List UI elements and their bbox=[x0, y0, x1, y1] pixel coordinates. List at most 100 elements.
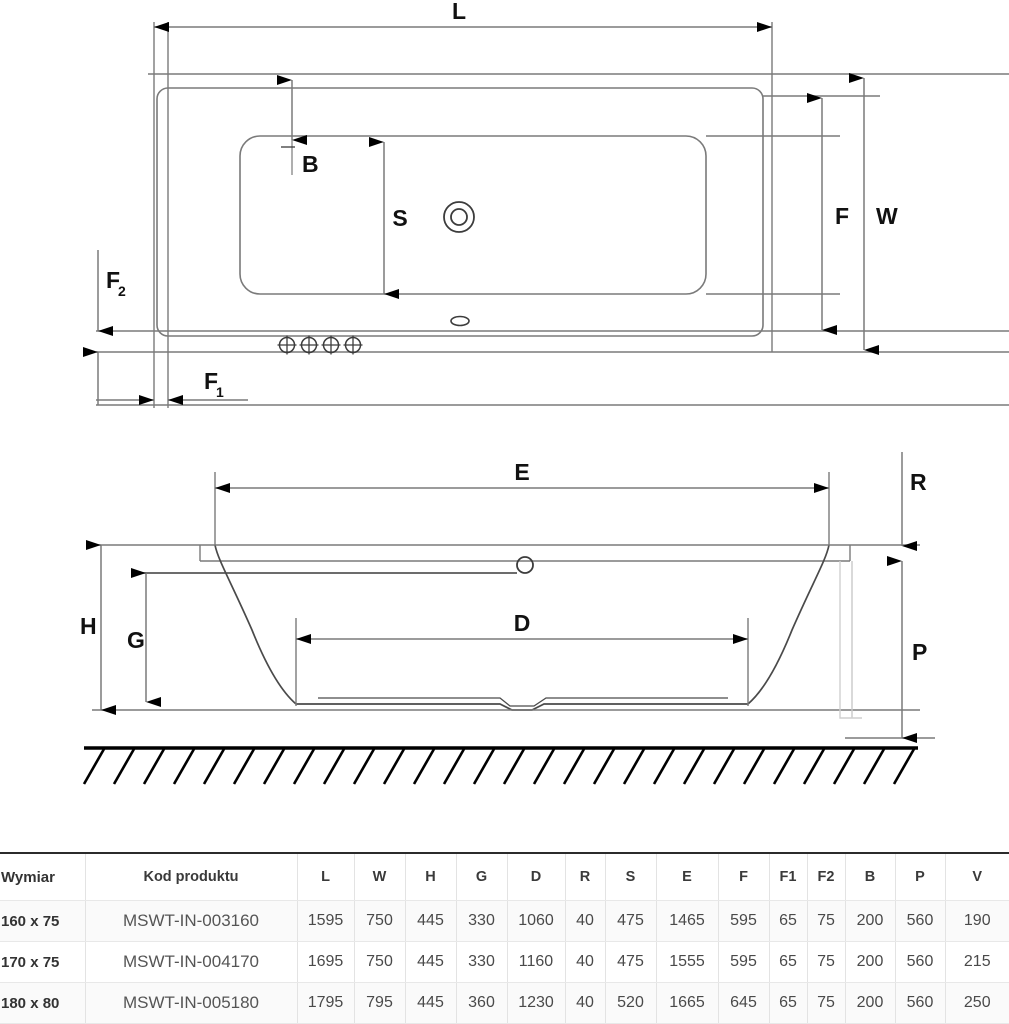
cell-R: 40 bbox=[565, 900, 606, 942]
overflow-symbol bbox=[450, 315, 470, 327]
cell-D: 1230 bbox=[507, 982, 566, 1024]
bathtub-dimensions-table: Wymiar Kod produktu L W H G D R S E F F1… bbox=[0, 852, 1009, 1024]
cell-D: 1060 bbox=[507, 900, 566, 942]
cell-kod: MSWT-IN-004170 bbox=[85, 941, 298, 983]
cell-S: 475 bbox=[605, 900, 657, 942]
tub-section-left-wall bbox=[214, 544, 297, 705]
cell-F2: 75 bbox=[807, 900, 846, 942]
cell-L: 1695 bbox=[297, 941, 355, 983]
cell-P: 560 bbox=[895, 982, 946, 1024]
cell-F1: 65 bbox=[769, 941, 808, 983]
cell-F: 645 bbox=[718, 982, 770, 1024]
dimension-label-F2: F bbox=[106, 267, 120, 293]
cell-F1: 65 bbox=[769, 900, 808, 942]
drain-symbol bbox=[443, 201, 475, 233]
cell-H: 445 bbox=[405, 941, 457, 983]
column-header-P: P bbox=[895, 853, 946, 901]
cell-F2: 75 bbox=[807, 982, 846, 1024]
dimension-label-P: P bbox=[912, 639, 927, 665]
tub-support-frame-foot bbox=[839, 561, 862, 719]
tub-section-bottom bbox=[296, 703, 748, 711]
cell-W: 795 bbox=[354, 982, 406, 1024]
dimension-B: B bbox=[277, 75, 319, 177]
cell-S: 475 bbox=[605, 941, 657, 983]
dimension-label-W: W bbox=[876, 203, 898, 229]
table-header-row: Wymiar Kod produktu L W H G D R S E F F1… bbox=[0, 853, 1009, 901]
column-header-S: S bbox=[605, 853, 657, 901]
column-header-H: H bbox=[405, 853, 457, 901]
dimension-label-D: D bbox=[514, 610, 531, 636]
cell-B: 200 bbox=[845, 982, 896, 1024]
tap-hole-symbol bbox=[299, 335, 319, 355]
dimension-D: D bbox=[296, 610, 748, 644]
cell-G: 330 bbox=[456, 941, 508, 983]
tap-hole-symbol bbox=[343, 335, 363, 355]
cell-V: 190 bbox=[945, 900, 1009, 942]
cell-W: 750 bbox=[354, 941, 406, 983]
tub-section-bottom-inner bbox=[318, 697, 728, 707]
dimension-label-F1-subscript: 1 bbox=[216, 384, 224, 400]
cell-P: 560 bbox=[895, 900, 946, 942]
dimension-S: S bbox=[369, 137, 408, 299]
floor-hatching bbox=[82, 746, 918, 785]
dimension-L: L bbox=[154, 0, 772, 32]
column-header-E: E bbox=[656, 853, 719, 901]
bathtub-top-view: L B S F W F 2 bbox=[83, 0, 1009, 408]
column-header-W: W bbox=[354, 853, 406, 901]
tub-inner-basin bbox=[239, 135, 707, 295]
dimension-F: F bbox=[807, 93, 849, 335]
column-header-kod: Kod produktu bbox=[85, 853, 298, 901]
cell-V: 215 bbox=[945, 941, 1009, 983]
table-row[interactable]: 180 x 80 MSWT-IN-005180 1795 795 445 360… bbox=[0, 982, 1009, 1024]
dimension-label-L: L bbox=[452, 0, 466, 24]
cell-F: 595 bbox=[718, 900, 770, 942]
cell-F2: 75 bbox=[807, 941, 846, 983]
technical-drawing-area: L B S F W F 2 bbox=[80, 0, 1009, 785]
dimension-R: R bbox=[901, 452, 927, 551]
cell-E: 1555 bbox=[656, 941, 719, 983]
cell-G: 330 bbox=[456, 900, 508, 942]
dimension-label-S: S bbox=[392, 205, 407, 231]
dimension-label-B: B bbox=[302, 151, 319, 177]
cell-G: 360 bbox=[456, 982, 508, 1024]
dimension-label-F1: F bbox=[204, 368, 218, 394]
cell-kod: MSWT-IN-003160 bbox=[85, 900, 298, 942]
column-header-wymiar: Wymiar bbox=[0, 853, 86, 901]
dimension-W: W bbox=[849, 73, 898, 355]
tub-section-right-wall bbox=[747, 544, 830, 705]
dimension-F2: F 2 bbox=[83, 250, 126, 405]
cell-wymiar: 160 x 75 bbox=[0, 900, 86, 942]
dimension-P: P bbox=[887, 556, 927, 743]
cell-L: 1595 bbox=[297, 900, 355, 942]
cell-H: 445 bbox=[405, 900, 457, 942]
overflow-symbol bbox=[516, 556, 534, 574]
cell-L: 1795 bbox=[297, 982, 355, 1024]
dimension-F1: F 1 bbox=[96, 368, 248, 405]
dimension-label-H: H bbox=[80, 613, 97, 639]
tap-hole-symbol bbox=[277, 335, 297, 355]
cell-B: 200 bbox=[845, 941, 896, 983]
bathtub-side-section-view: E D H G R P bbox=[80, 452, 935, 785]
cell-B: 200 bbox=[845, 900, 896, 942]
cell-H: 445 bbox=[405, 982, 457, 1024]
column-header-R: R bbox=[565, 853, 606, 901]
table-row[interactable]: 160 x 75 MSWT-IN-003160 1595 750 445 330… bbox=[0, 900, 1009, 942]
table-row[interactable]: 170 x 75 MSWT-IN-004170 1695 750 445 330… bbox=[0, 941, 1009, 983]
dimension-label-F: F bbox=[835, 203, 849, 229]
dimension-G: G bbox=[127, 568, 161, 707]
cell-F: 595 bbox=[718, 941, 770, 983]
cell-E: 1665 bbox=[656, 982, 719, 1024]
column-header-V: V bbox=[945, 853, 1009, 901]
dimension-H: H bbox=[80, 540, 116, 715]
dimension-E: E bbox=[215, 459, 829, 493]
cell-wymiar: 180 x 80 bbox=[0, 982, 86, 1024]
column-header-L: L bbox=[297, 853, 355, 901]
tub-outer-rim bbox=[156, 87, 764, 337]
column-header-F: F bbox=[718, 853, 770, 901]
cell-wymiar: 170 x 75 bbox=[0, 941, 86, 983]
tap-hole-symbol bbox=[321, 335, 341, 355]
cell-R: 40 bbox=[565, 941, 606, 983]
cell-kod: MSWT-IN-005180 bbox=[85, 982, 298, 1024]
cell-W: 750 bbox=[354, 900, 406, 942]
dimension-label-F2-subscript: 2 bbox=[118, 283, 126, 299]
